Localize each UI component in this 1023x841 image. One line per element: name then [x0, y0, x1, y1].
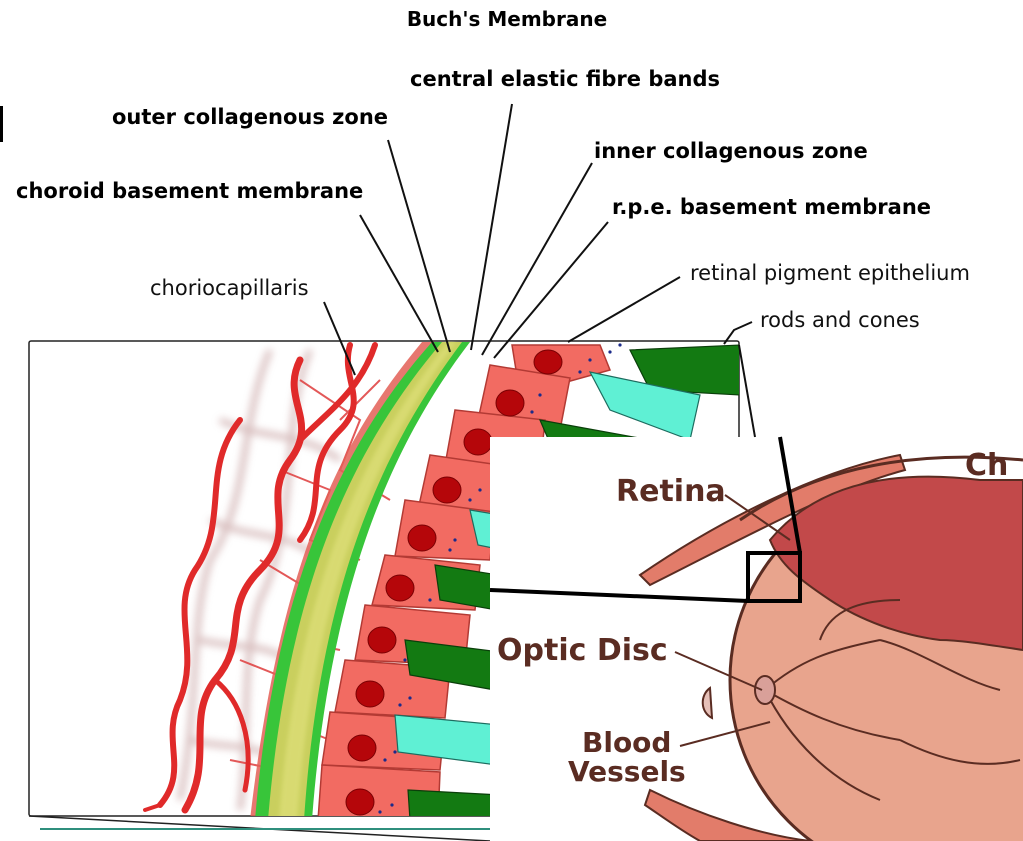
label-choroid-basement: choroid basement membrane — [16, 179, 363, 203]
label-choriocapillaris: choriocapillaris — [150, 276, 309, 300]
rods-leader-extension — [739, 345, 755, 437]
inset-label-vessels: Vessels — [568, 755, 686, 788]
inset-label-choroid: Ch — [965, 448, 1008, 483]
label-central-elastic: central elastic fibre bands — [410, 67, 720, 91]
diagram-title: Buch's Membrane — [407, 7, 607, 31]
inset-label-optic-disc: Optic Disc — [497, 633, 668, 668]
label-rpe-basement: r.p.e. basement membrane — [612, 195, 931, 219]
label-inner-collagenous: inner collagenous zone — [594, 139, 868, 163]
labels: central elastic fibre bands outer collag… — [16, 67, 970, 332]
label-rods-cones: rods and cones — [760, 308, 920, 332]
eye-inset: Retina Ch Optic Disc Blood Vessels — [490, 437, 1023, 841]
edge-mark — [0, 106, 3, 142]
inset-label-retina: Retina — [616, 474, 726, 509]
optic-disc — [755, 676, 775, 704]
label-retinal-pigment: retinal pigment epithelium — [690, 261, 970, 285]
label-outer-collagenous: outer collagenous zone — [112, 105, 388, 129]
